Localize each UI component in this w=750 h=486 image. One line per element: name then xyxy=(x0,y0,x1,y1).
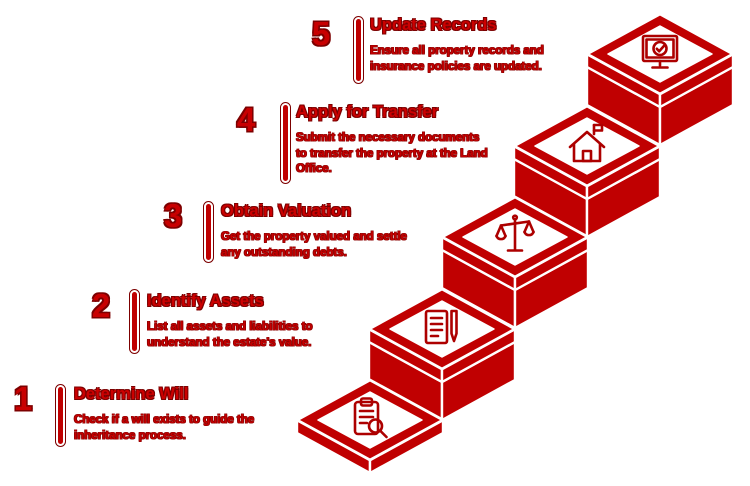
step-5-title: Update Records xyxy=(370,16,497,34)
step-2-number: 2 xyxy=(91,287,111,324)
monitor-check-icon xyxy=(641,34,679,69)
step-3-description: Get the property valued and settle any o… xyxy=(221,231,407,259)
step-5-platform xyxy=(585,12,735,147)
step-1-platform xyxy=(295,378,445,475)
clipboard-search-icon xyxy=(353,397,388,439)
step-5-number: 5 xyxy=(311,15,331,52)
step-4-platform xyxy=(512,104,662,239)
step-2-platform xyxy=(367,287,517,422)
step-3-platform xyxy=(440,195,590,330)
step-3-accent-bar xyxy=(203,201,214,263)
step-5-accent-bar xyxy=(353,16,364,84)
step-4-number: 4 xyxy=(236,101,256,138)
step-4-title: Apply for Transfer xyxy=(296,103,439,121)
step-2-accent-bar xyxy=(129,289,140,354)
step-4-accent-bar xyxy=(280,102,291,184)
step-1-description: Check if a will exists to guide the inhe… xyxy=(74,414,255,442)
document-pen-icon xyxy=(424,309,458,345)
step-4-description: Submit the necessary documents to transf… xyxy=(296,132,488,175)
step-4-accent-bar-core xyxy=(283,105,288,181)
step-1-title: Determine Will xyxy=(74,385,189,403)
step-2-title: Identify Assets xyxy=(147,292,264,310)
step-2-description: List all assets and liabilities to under… xyxy=(147,321,313,349)
step-1-accent-bar-core xyxy=(58,387,63,444)
step-3-title: Obtain Valuation xyxy=(221,202,352,220)
step-2-accent-bar-core xyxy=(132,292,137,351)
step-5-accent-bar-core xyxy=(356,19,361,81)
step-1-number: 1 xyxy=(13,380,33,417)
step-5-description: Ensure all property records and insuranc… xyxy=(370,45,544,73)
step-3-number: 3 xyxy=(163,197,183,234)
balance-scale-icon xyxy=(495,214,535,252)
house-flag-icon xyxy=(568,123,606,163)
step-3-accent-bar-core xyxy=(206,204,211,260)
step-1-accent-bar xyxy=(55,384,66,447)
